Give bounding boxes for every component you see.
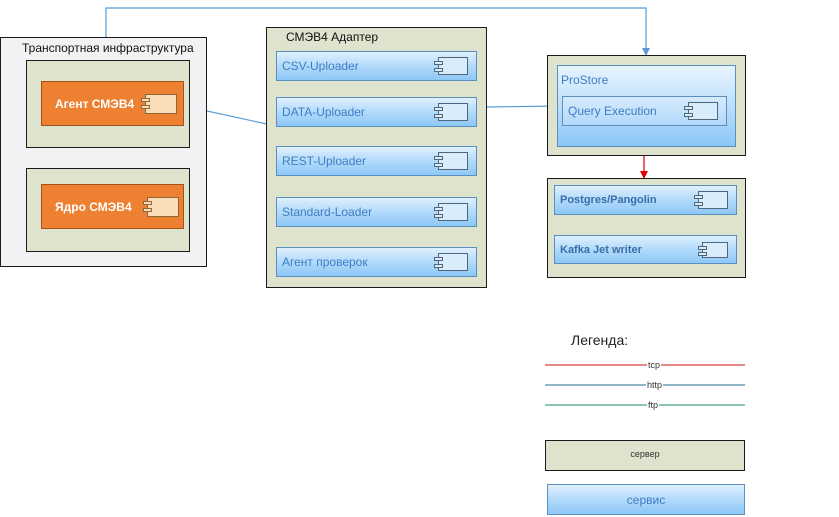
kafka-jet-writer-label: Kafka Jet writer xyxy=(560,243,642,256)
component-icon xyxy=(434,253,468,271)
query-execution-component[interactable]: Query Execution xyxy=(562,96,727,126)
kafka-jet-writer-component[interactable]: Kafka Jet writer xyxy=(554,235,737,264)
adapter-service-rest-uploader[interactable]: REST-Uploader xyxy=(276,146,477,176)
service-label: Standard-Loader xyxy=(282,205,373,219)
agent-smev4-label: Агент СМЭВ4 xyxy=(55,96,135,111)
adapter-service-data-uploader[interactable]: DATA-Uploader xyxy=(276,97,477,127)
component-icon xyxy=(434,57,468,75)
legend-server-sample: сервер xyxy=(545,440,745,471)
legend-service-label: сервис xyxy=(626,492,666,507)
adapter-service-csv-uploader[interactable]: CSV-Uploader xyxy=(276,51,477,81)
component-icon xyxy=(698,241,728,258)
component-icon xyxy=(684,102,718,120)
legend-label-tcp: tcp xyxy=(647,360,662,370)
legend-server-label: сервер xyxy=(630,449,660,459)
service-label: DATA-Uploader xyxy=(282,105,365,119)
legend-label-http: http xyxy=(646,380,664,390)
legend-title: Легенда: xyxy=(571,332,629,348)
component-icon xyxy=(434,203,468,221)
postgres-pangolin-component[interactable]: Postgres/Pangolin xyxy=(554,185,737,215)
adapter-service-standard-loader[interactable]: Standard-Loader xyxy=(276,197,477,227)
postgres-pangolin-label: Postgres/Pangolin xyxy=(560,194,657,206)
service-label: Агент проверок xyxy=(282,255,368,269)
agent-smev4-component[interactable]: Агент СМЭВ4 xyxy=(41,81,184,126)
transport-infrastructure-title: Транспортная инфраструктура xyxy=(22,41,194,55)
query-execution-label: Query Execution xyxy=(568,104,657,118)
service-label: REST-Uploader xyxy=(282,154,367,168)
smev4-adapter-title: СМЭВ4 Адаптер xyxy=(286,30,379,44)
legend-label-ftp: ftp xyxy=(647,400,660,410)
component-icon xyxy=(141,93,177,114)
legend-service-sample: сервис xyxy=(547,484,745,515)
prostore-title: ProStore xyxy=(561,73,609,87)
http-arrow-transport-prostore xyxy=(105,7,650,56)
component-icon xyxy=(694,191,728,209)
service-label: CSV-Uploader xyxy=(282,59,359,73)
adapter-service-check-agent[interactable]: Агент проверок xyxy=(276,247,477,277)
component-icon xyxy=(143,196,179,217)
component-icon xyxy=(434,152,468,170)
component-icon xyxy=(434,103,468,121)
core-smev4-component[interactable]: Ядро СМЭВ4 xyxy=(41,184,184,229)
core-smev4-label: Ядро СМЭВ4 xyxy=(55,199,132,214)
